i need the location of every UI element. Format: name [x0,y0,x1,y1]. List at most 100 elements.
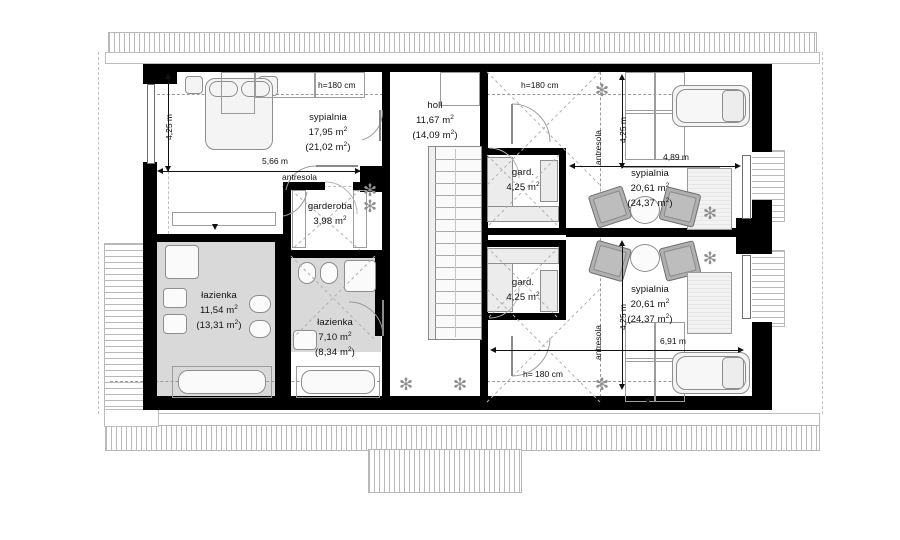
room-area: 4,25 m2 [506,181,540,194]
dimarrow-left-bathroom-top [212,224,218,230]
bathtub-mid [301,370,375,394]
bathtub-left [178,370,266,394]
wall-top-right-corner [752,64,772,152]
wall-lazienka-mid-left [283,250,291,398]
wall-top-span-1 [177,64,382,72]
dimarrow-ru-h-start [569,163,575,169]
nightstand-left [185,76,203,94]
room-label-sypialnia-right-upper: sypialnia 20,61 m2 (24,37 m2) [608,168,692,210]
wardrobe-left-bedroom-2 [221,72,255,114]
wardrobe-rl-1 [625,322,655,402]
pillow-ru [722,90,744,122]
wardrobe-ru-1 [625,72,655,160]
room-label-holl: holl 11,67 m2 (14,09 m2) [395,100,475,142]
room-label-sypialnia-right-lower: sypialnia 20,61 m2 (24,37 m2) [608,284,692,326]
room-label-sypialnia-left: sypialnia 17,95 m2 (21,02 m2) [288,112,368,154]
wall-stub-right-upper [736,64,756,72]
room-label-gard-upper: gard. 4,25 m2 [489,167,557,194]
room-area: 3,98 m2 [313,215,347,228]
coffee-table-rl [630,244,660,272]
wall-left-lower [143,240,157,410]
plant-icon-7: ✻ [398,375,414,394]
shelf-gard-lower-top [487,248,559,264]
plant-icon-6: ✻ [594,375,610,394]
roof-band-top-lower [105,52,820,64]
pillow-rl [722,357,744,389]
wall-bottom-span-2 [383,396,391,410]
wall-gard-upper-bottom [481,228,566,235]
room-label-garderoba: garderoba 3,98 m2 [291,201,369,228]
dimarrow-rl-v-bottom [619,384,625,390]
room-name: sypialnia [631,284,669,295]
washbasin-left-1 [163,288,187,308]
washbasin-left-2 [163,314,187,334]
wall-stub-bedroom-door [360,166,382,192]
height-note-top-right: h=180 cm [521,80,559,90]
roof-edge-left [104,409,159,427]
roof-hatch-top [108,32,817,54]
desk-left-bedroom [315,72,365,98]
dimarrow-rl-v-top [619,240,625,246]
antresola-label-left: antresola [282,172,317,182]
wall-left-upper [143,162,157,240]
wall-garderoba-left [283,182,291,250]
antresola-label-rl: antresola [593,325,603,360]
shower-mid-bathroom [344,260,376,292]
room-area: 17,95 m2 [308,126,348,139]
bathtub-mid-outer [296,366,380,398]
room-name: łazienka [317,317,353,328]
dimarrow-rl-h-start [490,347,496,353]
room-area: 20,61 m2 [630,182,670,195]
wall-lazienka-mid-top [283,250,383,258]
guide-vert-right-lower [600,238,601,402]
wall-lazienka-right-lower [275,334,283,398]
coffee-table-ru [630,196,660,224]
dimarrow-ru-v-top [619,74,625,80]
plant-icon-8: ✻ [452,375,468,394]
dimarrow-left-h-end [355,168,361,174]
window-right-upper [742,155,751,219]
wall-gard-lower-bottom [481,313,566,320]
room-name: sypialnia [631,168,669,179]
cabinet-holl [440,72,480,106]
dimension-left-horizontal: 5,66 m [262,156,288,166]
wall-top-span-2 [382,64,390,142]
plant-icon-5: ✻ [702,249,718,268]
height-note-top-left: h=180 cm [318,80,356,90]
roof-hatch-bottom [105,425,820,451]
room-name: garderoba [307,201,353,212]
wall-lazienka-top [157,234,283,242]
wall-gard-lower-top [481,240,566,247]
room-area: 20,61 m2 [630,298,670,311]
pillow-left [209,81,238,97]
guide-h180-top-right [487,94,737,95]
dimension-rl-horizontal: 6,91 m [660,336,686,346]
room-area-alt: (14,09 m2) [412,129,458,142]
dimline-rl-horizontal [494,350,742,351]
room-name: łazienka [201,290,237,301]
dimarrow-rl-h-end [738,347,744,353]
dimarrow-ru-h-end [735,163,741,169]
shower-left-bathroom [165,245,199,279]
dimarrow-left-h-start [157,168,163,174]
wall-interior-holl-right [480,142,488,402]
room-area: 7,10 m2 [318,331,352,344]
dimline-left-horizontal [160,171,360,172]
plant-icon-2: ✻ [362,197,378,216]
wardrobe-left-bedroom [255,72,315,98]
room-area: 11,54 m2 [199,304,239,317]
wall-top-left [143,64,177,84]
wall-gard-upper-top [481,148,566,155]
dimline-left-vertical [168,76,169,172]
wall-right-mid-block2 [752,200,772,234]
room-label-gard-lower: gard. 4,25 m2 [489,277,557,304]
wall-top-span-4 [480,64,488,142]
room-area: 4,25 m2 [506,291,540,304]
vanity-counter-left [172,212,276,226]
dimline-ru-horizontal [573,166,739,167]
room-name: gard. [511,277,535,288]
plant-icon-1: ✻ [362,181,378,200]
room-area: 11,67 m2 [415,114,455,127]
room-name: sypialnia [309,112,347,123]
